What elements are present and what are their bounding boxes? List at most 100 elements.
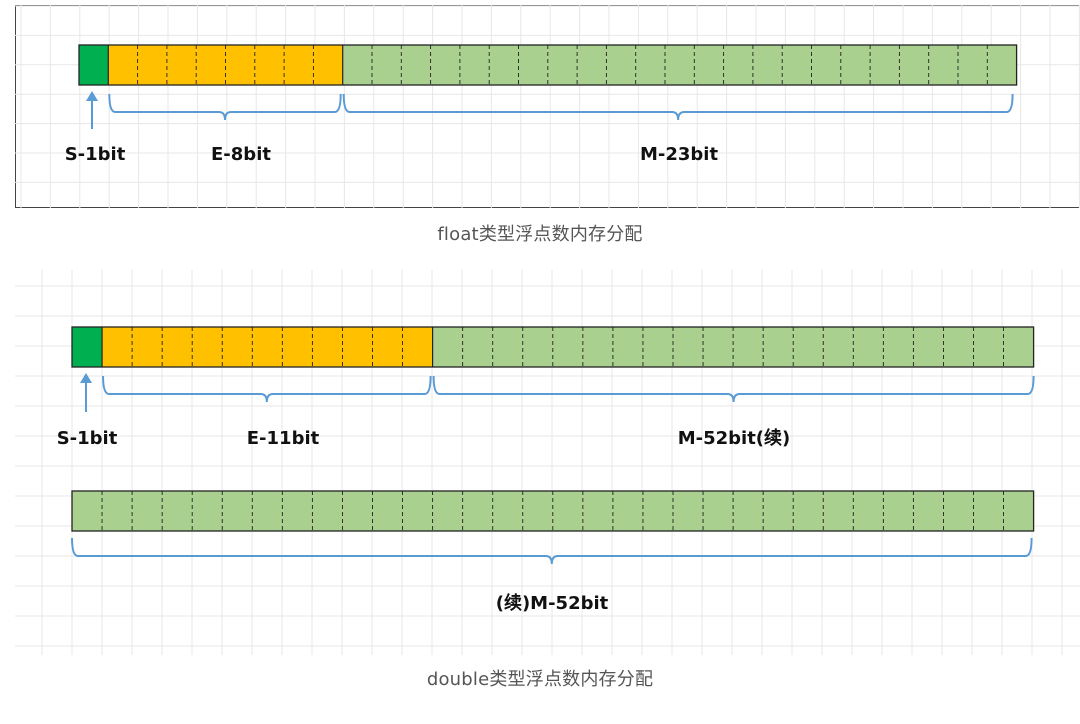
float-exponent-bit — [225, 45, 255, 85]
float-exponent-bracket — [108, 93, 342, 121]
double-row1-mantissa-bit — [582, 327, 613, 367]
float-mantissa-bit — [958, 45, 988, 85]
double-row1-mantissa-bit — [973, 327, 1004, 367]
double-row2-mantissa-bit — [402, 491, 433, 531]
float-exponent-bit — [166, 45, 197, 85]
float-mantissa-bit — [694, 45, 724, 85]
float-mantissa-bit — [723, 45, 753, 85]
float-bit-layout: S-1bit E-8bit M-23bit — [15, 5, 1080, 208]
double-row1-mantissa-bit — [1003, 327, 1034, 367]
double-row1-exponent-bit — [102, 327, 133, 367]
double-row1-mantissa-bit — [703, 327, 734, 367]
double-row1-mantissa-bit — [462, 327, 493, 367]
float-exponent-bit — [313, 45, 343, 85]
double-row1-mantissa-bit — [642, 327, 673, 367]
double-row2-mantissa-bit — [312, 491, 343, 531]
double-row2-mantissa-bit — [432, 491, 463, 531]
double-row2-mantissa-bit — [733, 491, 764, 531]
double-row2-mantissa-bit — [552, 491, 583, 531]
double-mantissa-label-row1: M-52bit(续) — [678, 427, 791, 449]
double-row1-mantissa-bit — [943, 327, 974, 367]
double-row2-mantissa-bit — [793, 491, 824, 531]
double-row2-mantissa-bit — [823, 491, 854, 531]
float-exponent-bit — [284, 45, 314, 85]
double-row2-mantissa-bit — [582, 491, 613, 531]
double-row2-mantissa-bit — [763, 491, 794, 531]
float-mantissa-bit — [840, 45, 871, 85]
double-row2-mantissa-bit — [462, 491, 493, 531]
double-row2-mantissa-bit — [192, 491, 223, 531]
double-row2-mantissa-bit — [372, 491, 403, 531]
double-row2-mantissa-bit — [102, 491, 133, 531]
double-row1-mantissa-bit — [733, 327, 764, 367]
float-mantissa-bit — [899, 45, 929, 85]
double-brackets — [71, 373, 1035, 565]
double-row2-mantissa-bit — [943, 491, 974, 531]
float-sign-bit — [79, 45, 109, 85]
float-mantissa-bit — [430, 45, 460, 85]
float-mantissa-bit — [372, 45, 402, 85]
double-row2-mantissa-bit — [973, 491, 1004, 531]
double-mantissa-bracket-row2 — [71, 537, 1033, 565]
float-mantissa-bit — [752, 45, 783, 85]
float-mantissa-label: M-23bit — [640, 144, 718, 165]
float-mantissa-bit — [928, 45, 958, 85]
double-row2-mantissa-bit — [1003, 491, 1034, 531]
double-caption: double类型浮点数内存分配 — [426, 669, 654, 690]
float-sign-label: S-1bit — [65, 144, 126, 165]
double-row2-mantissa-bit — [492, 491, 523, 531]
float-mantissa-bit — [459, 45, 490, 85]
double-row1-exponent-bit — [402, 327, 433, 367]
double-row1-mantissa-bit — [913, 327, 944, 367]
float-mantissa-bit — [987, 45, 1017, 85]
float-outline — [78, 44, 1018, 86]
double-row2-mantissa-bit — [522, 491, 553, 531]
double-row2-outline — [71, 490, 1035, 532]
double-diagram: S-1bit E-11bit M-52bit(续) (续)M-52bit — [15, 270, 1080, 655]
float-diagram: S-1bit E-8bit M-23bit — [15, 5, 1080, 208]
double-row2-mantissa-bit — [913, 491, 944, 531]
float-sign-arrow-head — [86, 91, 98, 101]
float-mantissa-bit — [489, 45, 519, 85]
float-mantissa-bit — [606, 45, 636, 85]
double-row2-mantissa-bit — [853, 491, 884, 531]
double-row1-outline — [71, 326, 1035, 368]
double-sign-arrow-head — [80, 373, 92, 383]
double-row1-mantissa-bit — [853, 327, 884, 367]
double-row1-mantissa-bit — [823, 327, 854, 367]
float-mantissa-bit — [665, 45, 695, 85]
double-row2-mantissa-bit — [282, 491, 313, 531]
double-row1-mantissa-bit — [552, 327, 583, 367]
float-mantissa-bit — [870, 45, 900, 85]
double-bit-bar — [71, 326, 1035, 532]
double-row1-exponent-bit — [192, 327, 223, 367]
double-row2-mantissa-bit — [673, 491, 704, 531]
float-mantissa-bit — [342, 45, 372, 85]
double-row1-exponent-bit — [252, 327, 283, 367]
double-mantissa-label-row2: (续)M-52bit — [496, 592, 609, 614]
double-row1-exponent-bit — [162, 327, 193, 367]
float-caption: float类型浮点数内存分配 — [437, 224, 643, 245]
double-row1-exponent-bit — [132, 327, 163, 367]
float-mantissa-bit — [518, 45, 548, 85]
double-mantissa-bracket-row1 — [432, 375, 1035, 403]
double-exponent-label: E-11bit — [247, 428, 320, 449]
float-exponent-label: E-8bit — [211, 144, 271, 165]
double-row2-mantissa-bit — [342, 491, 373, 531]
double-row1-exponent-bit — [312, 327, 343, 367]
float-exponent-bit — [108, 45, 138, 85]
float-mantissa-bracket — [342, 93, 1014, 121]
double-exponent-bracket — [102, 375, 432, 403]
float-mantissa-bit — [547, 45, 578, 85]
double-row1-mantissa-bit — [522, 327, 553, 367]
float-mantissa-bit — [635, 45, 665, 85]
double-row1-sign-bit — [72, 327, 103, 367]
double-row1-mantissa-bit — [432, 327, 463, 367]
float-exponent-bit — [254, 45, 285, 85]
float-mantissa-bit — [401, 45, 431, 85]
double-row1-mantissa-bit — [793, 327, 824, 367]
double-row2-mantissa-bit — [132, 491, 163, 531]
double-row2-mantissa-bit — [703, 491, 734, 531]
double-row2-mantissa-bit — [72, 491, 103, 531]
double-row2-mantissa-bit — [162, 491, 193, 531]
